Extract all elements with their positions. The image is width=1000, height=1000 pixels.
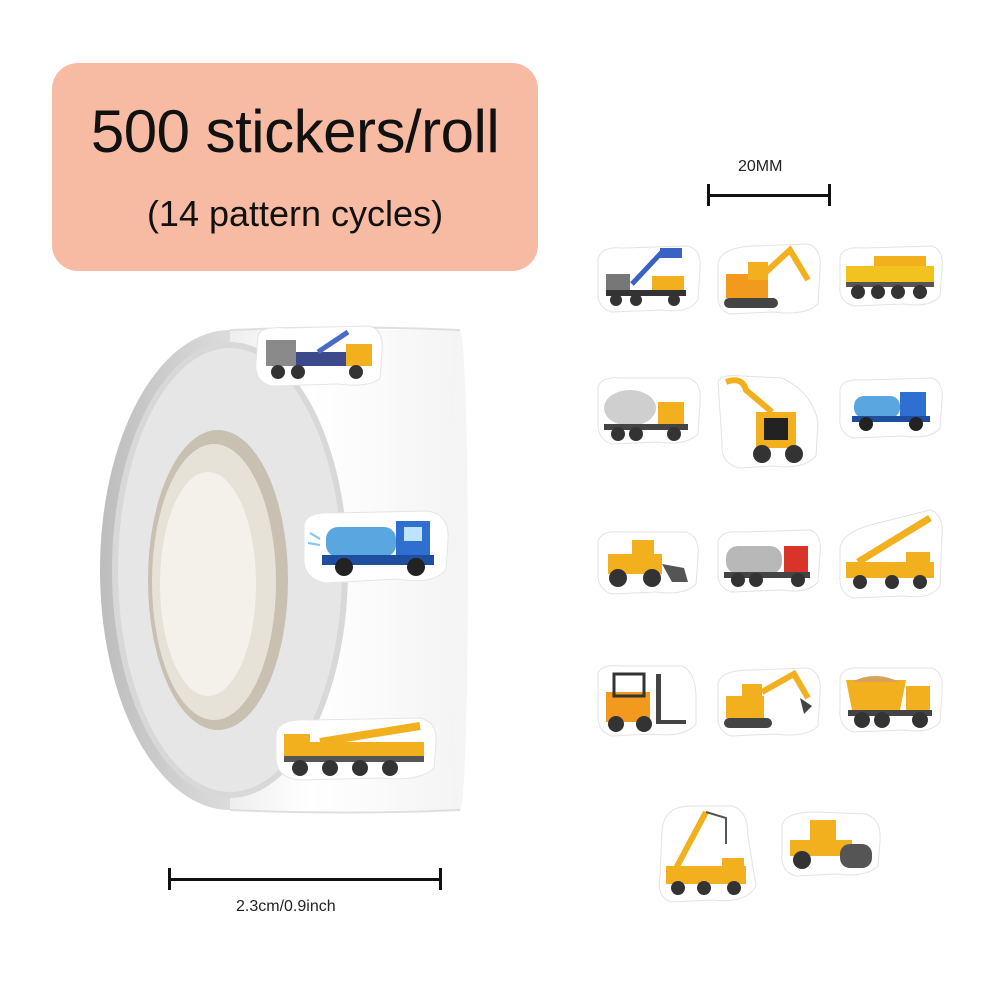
roll-sticker-mobile-crane xyxy=(270,712,442,784)
roll-width-line xyxy=(168,878,442,881)
sticker-mobile-crane xyxy=(834,240,946,322)
sticker-cement-mixer xyxy=(592,372,704,454)
sticker-skid-steer-loader xyxy=(712,372,824,472)
roll-width-label: 2.3cm/0.9inch xyxy=(236,898,336,915)
sticker-crane-truck xyxy=(834,508,946,606)
roll-width-tick-left xyxy=(168,868,171,890)
sticker-size-line xyxy=(707,194,831,197)
banner-subtitle: (14 pattern cycles) xyxy=(146,193,444,234)
sticker-excavator xyxy=(712,240,824,322)
sticker-road-roller xyxy=(776,806,888,888)
sticker-size-label: 20MM xyxy=(738,158,783,175)
sticker-size-tick-left xyxy=(707,184,710,206)
sticker-tower-crane-truck xyxy=(652,800,764,910)
sticker-forklift xyxy=(592,662,704,744)
sticker-aerial-lift-truck xyxy=(592,240,704,322)
sticker-size-tick-right xyxy=(828,184,831,206)
banner-title: 500 stickers/roll xyxy=(90,98,500,165)
sticker-fuel-tanker-truck xyxy=(712,524,824,606)
sticker-bulldozer-loader xyxy=(592,524,704,606)
sticker-dump-truck xyxy=(834,662,946,744)
sticker-water-tanker-truck xyxy=(834,372,946,454)
sticker-excavator-small xyxy=(712,662,824,744)
roll-sticker-aerial-lift-truck xyxy=(248,322,388,390)
roll-sticker-water-tanker-truck xyxy=(296,505,456,587)
headline-banner: 500 stickers/roll (14 pattern cycles) xyxy=(52,63,538,271)
roll-width-tick-right xyxy=(439,868,442,890)
